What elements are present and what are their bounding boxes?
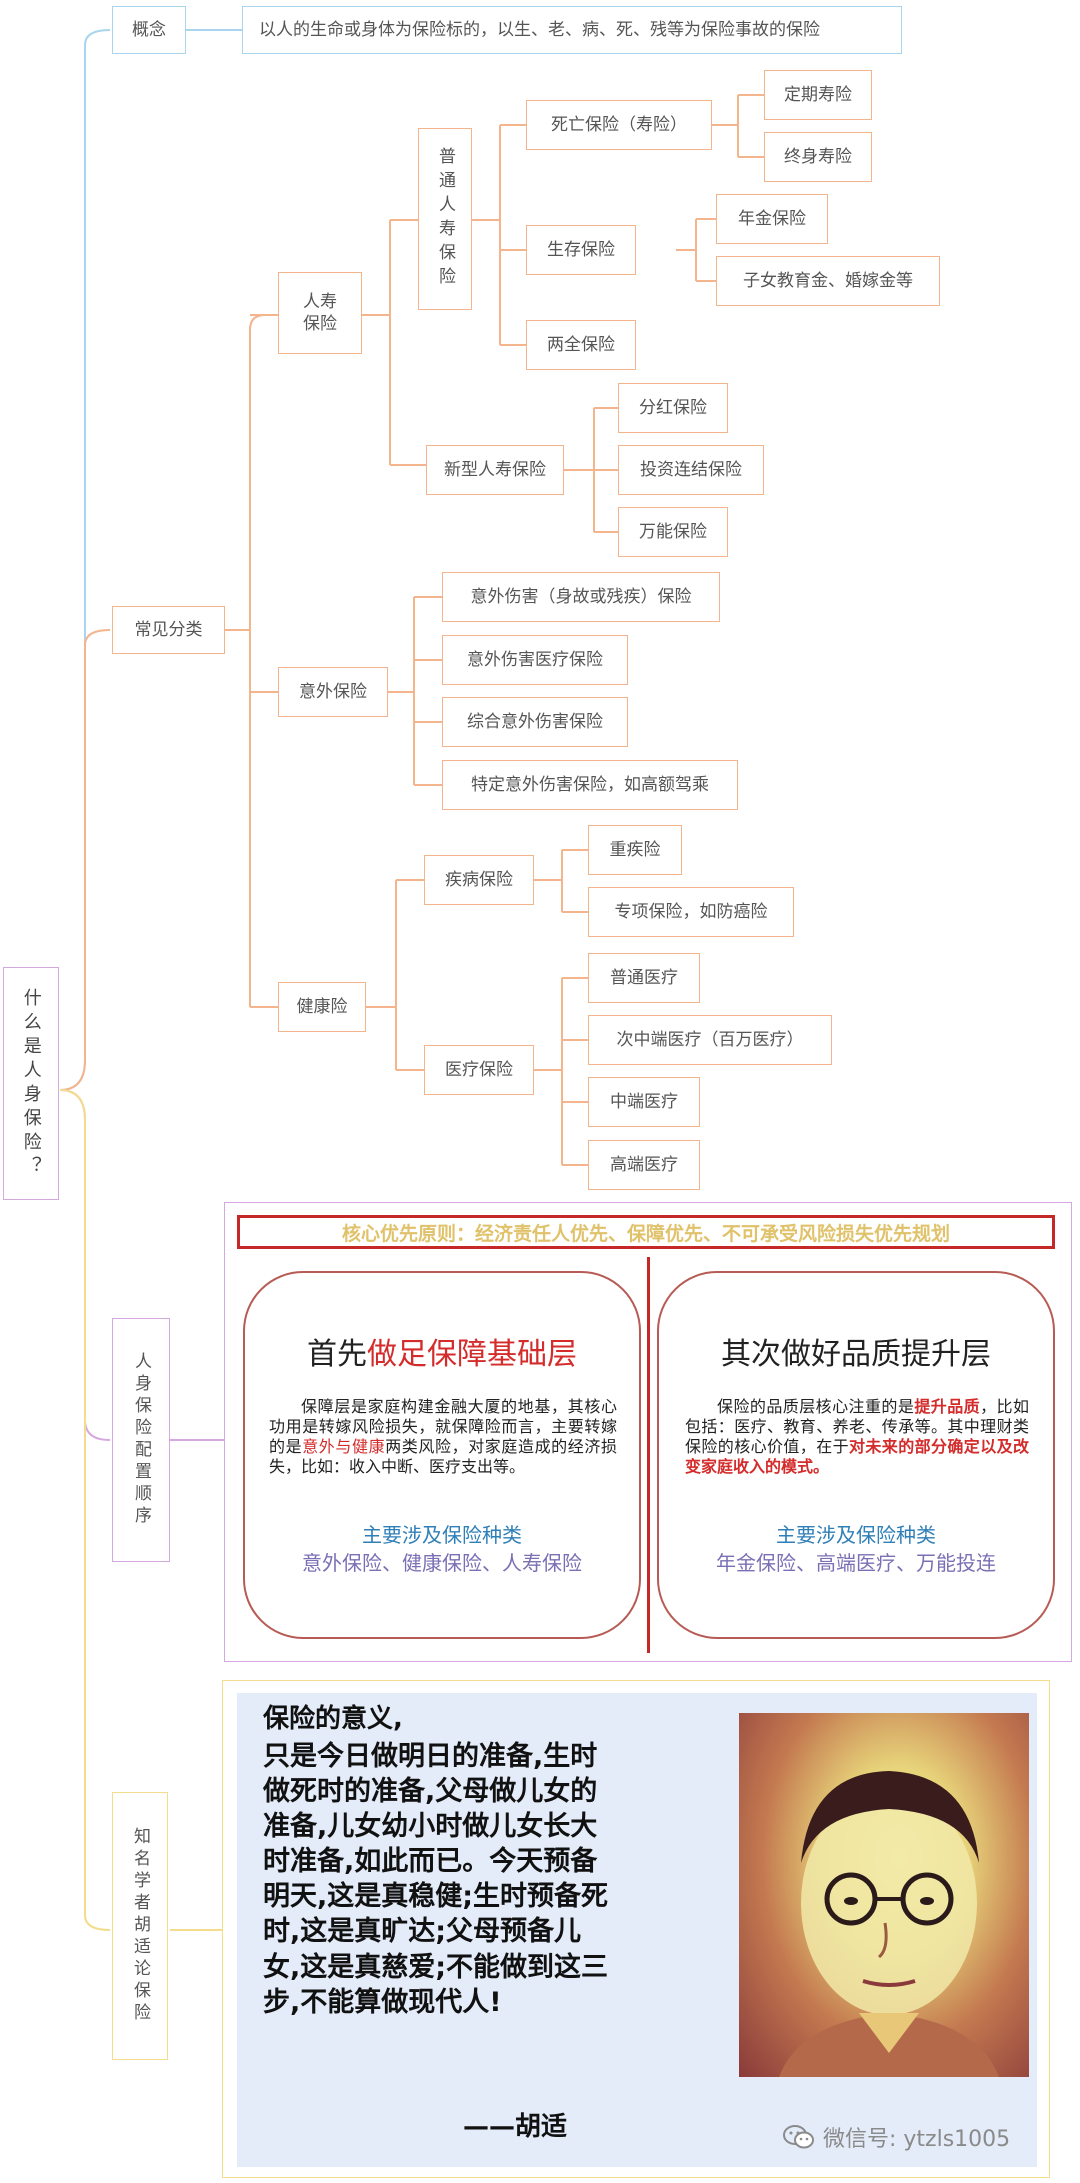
accident-item-2-label: 意外伤害医疗保险: [467, 649, 603, 670]
concept-node: 概念: [112, 6, 186, 54]
accident-item-1-label: 意外伤害（身故或残疾）保险: [470, 586, 692, 607]
accident-item-2: 意外伤害医疗保险: [442, 635, 628, 685]
new-type-life-node: 新型人寿保险: [426, 445, 564, 495]
universal-life-label: 万能保险: [639, 521, 707, 542]
accident-insurance-label: 意外保险: [299, 681, 367, 702]
medical-item-4-label: 高端医疗: [610, 1154, 678, 1175]
life-insurance-label: 人寿保险: [303, 291, 337, 334]
medical-item-1: 普通医疗: [588, 953, 700, 1003]
concept-definition: 以人的生命或身体为保险标的，以生、老、病、死、残等为保险事故的保险: [242, 6, 902, 54]
accident-item-4: 特定意外伤害保险，如高额驾乘: [442, 760, 738, 810]
accident-item-1: 意外伤害（身故或残疾）保险: [442, 572, 720, 622]
watermark-text: 微信号: ytzls1005: [823, 2127, 1011, 2152]
special-insurance-label: 专项保险，如防癌险: [614, 901, 768, 922]
medical-insurance-label: 医疗保险: [445, 1059, 513, 1080]
quote-author: ——胡适: [463, 2112, 568, 2142]
principle-text: 核心优先原则：经济责任人优先、保障优先、不可承受风险损失优先规划: [341, 1222, 950, 1245]
life-insurance-node: 人寿保险: [278, 272, 362, 354]
foundation-body-text-1: 保障层是家庭构建金融大厦的地基，其核心功用是转嫁风险损失，就保障险而言，主要转嫁…: [269, 1397, 617, 1456]
medical-item-3-label: 中端医疗: [610, 1091, 678, 1112]
medical-insurance-node: 医疗保险: [424, 1045, 534, 1095]
critical-illness-label: 重疾险: [609, 839, 661, 860]
foundation-title: 首先做足保障基础层: [245, 1329, 639, 1373]
root-label: 什么是人身保险？: [20, 987, 42, 1180]
wechat-icon: [783, 2124, 815, 2150]
health-insurance-label: 健康险: [296, 996, 348, 1017]
quality-body-highlight-1: 提升品质: [914, 1397, 981, 1416]
whole-life-node: 终身寿险: [764, 132, 872, 182]
foundation-kinds-list: 意外保险、健康保险、人寿保险: [302, 1551, 582, 1575]
quality-kinds-title: 主要涉及保险种类: [776, 1523, 936, 1547]
endowment-label: 两全保险: [547, 334, 615, 355]
investment-linked-label: 投资连结保险: [640, 459, 742, 480]
disease-insurance-label: 疾病保险: [445, 869, 513, 890]
dividend-node: 分红保险: [618, 383, 728, 433]
concept-label: 概念: [132, 19, 166, 40]
medical-item-3: 中端医疗: [588, 1077, 700, 1127]
portrait-image: [739, 1713, 1029, 2077]
portrait-drawing: [779, 1771, 999, 2077]
hushi-label: 知名学者胡适论保险: [130, 1827, 151, 2025]
accident-item-3: 综合意外伤害保险: [442, 697, 628, 747]
quality-body: 保险的品质层核心注重的是提升品质，比如包括：医疗、教育、养老、传承等。其中理财类…: [685, 1397, 1029, 1477]
classification-node: 常见分类: [112, 606, 225, 654]
concept-text: 以人的生命或身体为保险标的，以生、老、病、死、残等为保险事故的保险: [259, 19, 820, 40]
death-insurance-label: 死亡保险（寿险）: [551, 114, 687, 135]
quality-body-text-1: 保险的品质层核心注重的是: [717, 1397, 915, 1416]
foundation-title-highlight: 做足保障基础层: [367, 1337, 577, 1372]
config-panel: 核心优先原则：经济责任人优先、保障优先、不可承受风险损失优先规划 首先做足保障基…: [224, 1202, 1072, 1662]
education-fund-label: 子女教育金、婚嫁金等: [743, 270, 913, 291]
accident-item-4-label: 特定意外伤害保险，如高额驾乘: [471, 774, 709, 795]
quote-title: 保险的意义,: [263, 1704, 403, 1734]
health-insurance-node: 健康险: [278, 982, 366, 1032]
quality-body-text-2: ，比如包括：医疗、教育、养老、传承等。其中理财类保险的核心价值，在于: [685, 1397, 1029, 1456]
medical-item-2: 次中端医疗（百万医疗）: [588, 1015, 832, 1065]
quality-body-highlight-2: 对未来的部分确定以及改变家庭收入的模式。: [685, 1437, 1029, 1476]
critical-illness-node: 重疾险: [588, 825, 682, 875]
survival-insurance-node: 生存保险: [526, 225, 636, 275]
term-life-node: 定期寿险: [764, 70, 872, 120]
annuity-label: 年金保险: [738, 208, 806, 229]
whole-life-label: 终身寿险: [784, 146, 852, 167]
annuity-node: 年金保险: [716, 194, 828, 244]
foundation-body-text-2: 两类风险，对家庭造成的经济损失，比如：收入中断、医疗支出等。: [269, 1437, 617, 1476]
quality-card: 其次做好品质提升层 保险的品质层核心注重的是提升品质，比如包括：医疗、教育、养老…: [657, 1271, 1055, 1639]
hushi-panel: 保险的意义, 只是今日做明日的准备,生时做死时的准备,父母做儿女的准备,儿女幼小…: [222, 1680, 1050, 2178]
medical-item-4: 高端医疗: [588, 1140, 700, 1190]
center-divider: [647, 1257, 650, 1653]
survival-insurance-label: 生存保险: [547, 239, 615, 260]
medical-item-2-label: 次中端医疗（百万医疗）: [616, 1029, 804, 1050]
config-label: 人身保险配置顺序: [131, 1352, 152, 1528]
ordinary-life-label: 普通人寿保险: [435, 147, 456, 291]
special-insurance-node: 专项保险，如防癌险: [588, 887, 794, 937]
foundation-kinds-title: 主要涉及保险种类: [362, 1523, 522, 1547]
accident-item-3-label: 综合意外伤害保险: [467, 711, 603, 732]
foundation-card: 首先做足保障基础层 保障层是家庭构建金融大厦的地基，其核心功用是转嫁风险损失，就…: [243, 1271, 641, 1639]
disease-insurance-node: 疾病保险: [424, 855, 534, 905]
principle-banner: 核心优先原则：经济责任人优先、保障优先、不可承受风险损失优先规划: [237, 1215, 1055, 1249]
watermark: 微信号: ytzls1005: [783, 2121, 1010, 2153]
root-node: 什么是人身保险？: [3, 967, 59, 1200]
foundation-body-highlight: 意外与健康: [302, 1437, 386, 1456]
quality-title: 其次做好品质提升层: [721, 1337, 991, 1372]
accident-insurance-node: 意外保险: [278, 667, 388, 717]
dividend-label: 分红保险: [639, 397, 707, 418]
quote-text: 只是今日做明日的准备,生时做死时的准备,父母做儿女的准备,儿女幼小时做儿女长大时…: [263, 1741, 609, 2018]
death-insurance-node: 死亡保险（寿险）: [526, 100, 712, 150]
hushi-node: 知名学者胡适论保险: [112, 1792, 168, 2060]
classification-label: 常见分类: [134, 619, 203, 640]
investment-linked-node: 投资连结保险: [618, 445, 764, 495]
ordinary-life-node: 普通人寿保险: [418, 128, 472, 310]
foundation-body: 保障层是家庭构建金融大厦的地基，其核心功用是转嫁风险损失，就保障险而言，主要转嫁…: [269, 1397, 617, 1477]
universal-life-node: 万能保险: [618, 507, 728, 557]
education-fund-node: 子女教育金、婚嫁金等: [716, 256, 940, 306]
new-type-life-label: 新型人寿保险: [444, 459, 546, 480]
foundation-title-prefix: 首先: [307, 1337, 367, 1372]
quality-kinds-list: 年金保险、高端医疗、万能投连: [716, 1551, 996, 1575]
endowment-node: 两全保险: [526, 320, 636, 370]
medical-item-1-label: 普通医疗: [610, 967, 678, 988]
term-life-label: 定期寿险: [784, 84, 852, 105]
config-node: 人身保险配置顺序: [112, 1318, 170, 1562]
